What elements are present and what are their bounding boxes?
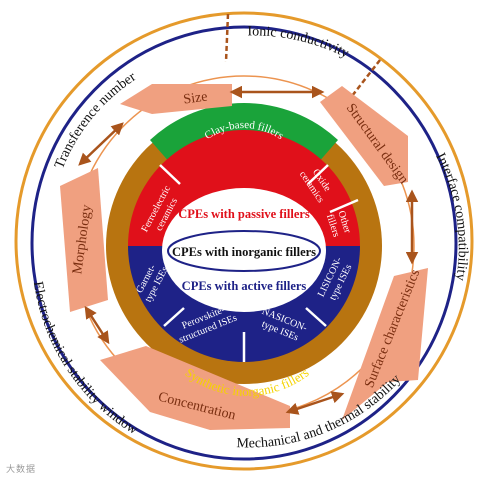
label-ionic-conductivity: Ionic conductivity	[247, 24, 351, 61]
divider-left	[224, 13, 230, 63]
center-inner-ellipse	[167, 230, 321, 272]
factor-concentration-box	[100, 346, 290, 430]
watermark: 大数据	[6, 465, 37, 475]
factor-morphology-box	[60, 168, 108, 312]
center-ellipse	[162, 188, 326, 312]
factor-size-box	[120, 84, 232, 114]
center-active-label: CPEs with active fillers	[182, 279, 307, 293]
blue-ring	[30, 25, 458, 461]
label-transference-number: Transference number	[52, 69, 139, 170]
center-inorganic-label: CPEs with inorganic fillers	[172, 245, 316, 259]
factor-size-label: Size	[183, 89, 209, 107]
label-interface-compatibility: Interface compatibility	[432, 151, 469, 282]
natural-fillers-label-2: inorganic fillers	[202, 55, 285, 78]
factor-surface-box	[342, 268, 428, 420]
outer-ring	[14, 11, 474, 471]
center-passive-label: CPEs with passive fillers	[178, 207, 310, 221]
factor-structural-box	[320, 86, 408, 186]
